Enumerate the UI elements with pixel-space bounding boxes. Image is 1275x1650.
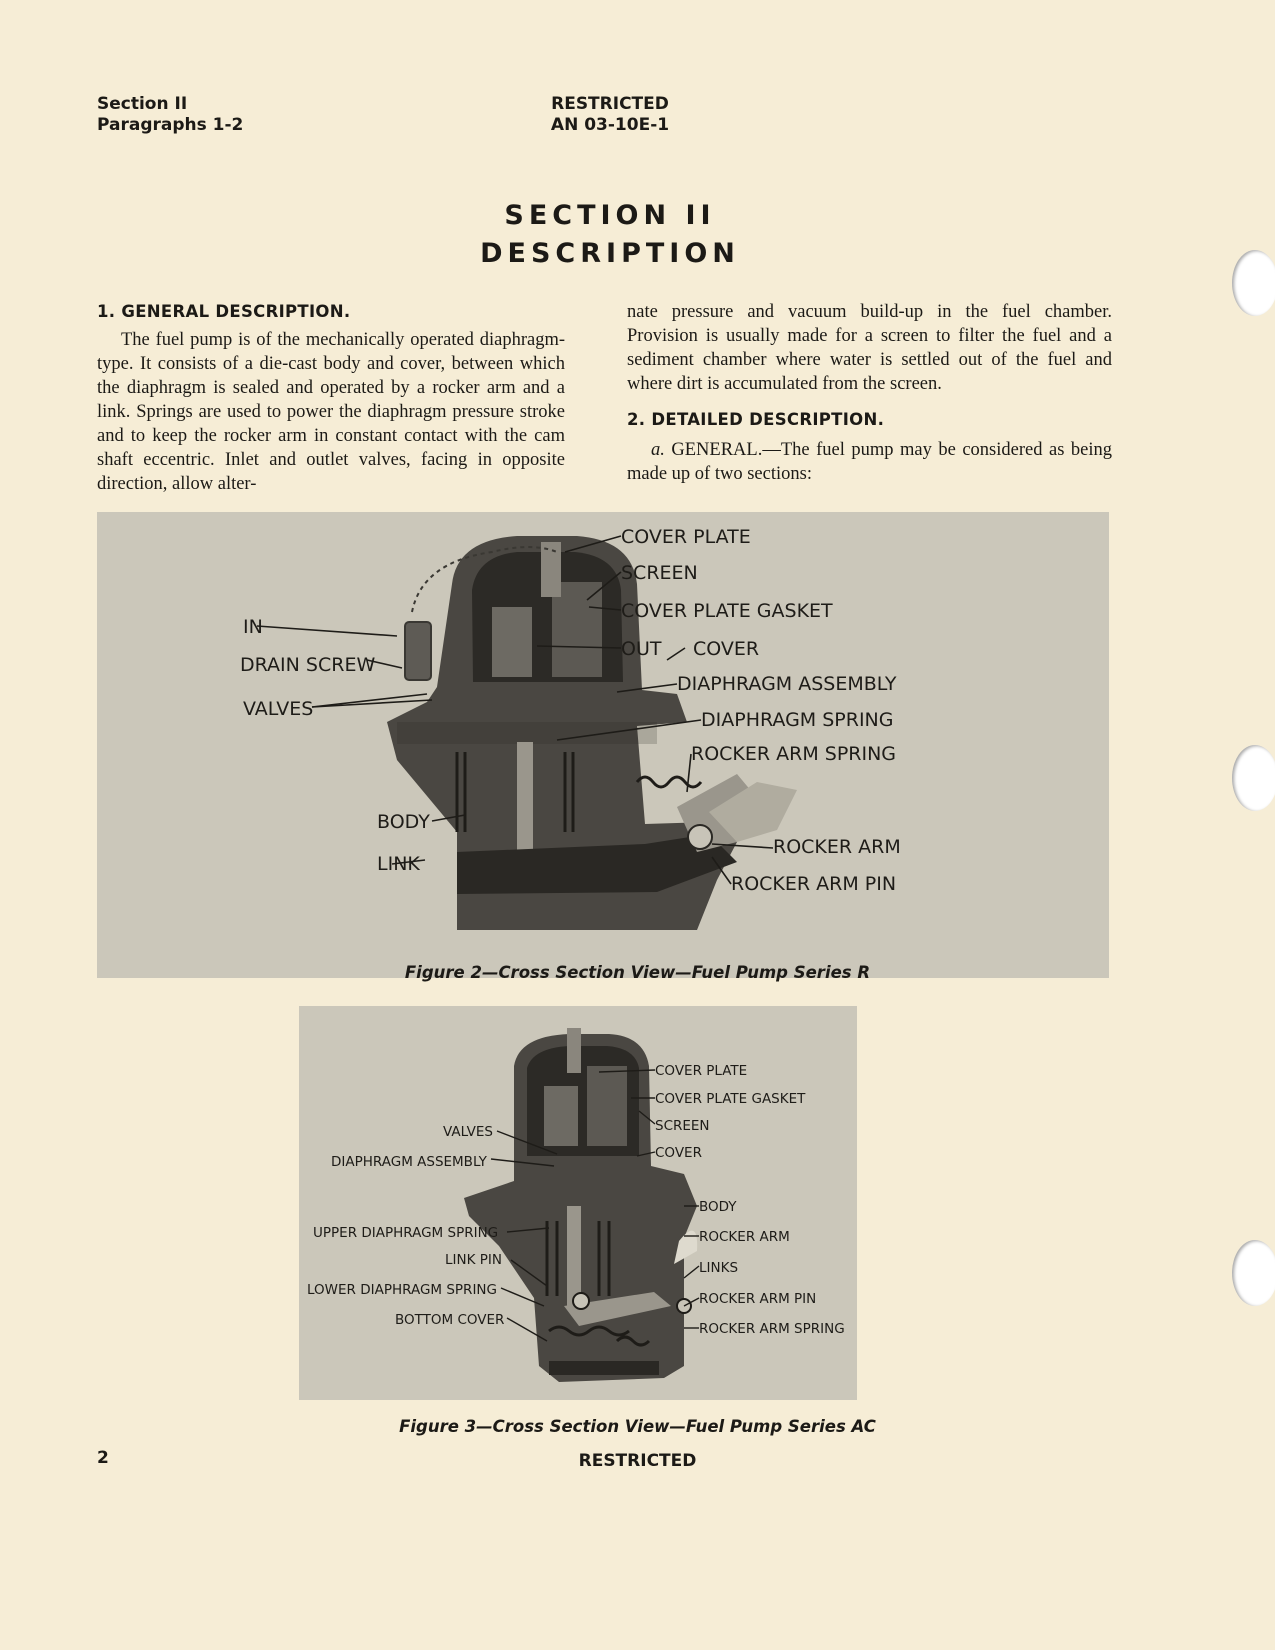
figure-3-photo: COVER PLATE COVER PLATE GASKET SCREEN VA…	[299, 1006, 857, 1400]
fig3-label-rocker-arm-pin: ROCKER ARM PIN	[699, 1291, 816, 1307]
heading-detailed-description: 2. DETAILED DESCRIPTION.	[627, 410, 885, 429]
fig3-label-bottom-cover: BOTTOM COVER	[395, 1312, 504, 1328]
heading-general-description: 1. GENERAL DESCRIPTION.	[97, 302, 351, 321]
fig2-label-link: LINK	[377, 853, 420, 875]
fig2-label-body: BODY	[377, 811, 430, 833]
fig3-label-link-pin: LINK PIN	[445, 1252, 502, 1268]
fig3-label-body: BODY	[699, 1199, 737, 1215]
fig3-label-lower-diaphragm-spring: LOWER DIAPHRAGM SPRING	[307, 1282, 497, 1298]
fig2-label-valves: VALVES	[243, 698, 313, 720]
right-column: nate pressure and vacuum build-up in the…	[627, 300, 1112, 486]
fig2-label-drain-screw: DRAIN SCREW	[240, 654, 375, 676]
fig3-label-cover: COVER	[655, 1145, 702, 1161]
section-label: Section II	[97, 94, 188, 114]
binder-hole-top	[1232, 250, 1275, 316]
fig3-label-cover-plate-gasket: COVER PLATE GASKET	[655, 1091, 806, 1107]
section-reference: Section II Paragraphs 1-2	[97, 94, 243, 136]
binder-hole-bottom	[1232, 1240, 1275, 1306]
subparagraph-text: GENERAL.—The fuel pump may be considered…	[627, 440, 1112, 484]
section-name-title: DESCRIPTION	[480, 238, 740, 269]
general-description-continued: nate pressure and vacuum build-up in the…	[627, 302, 1112, 394]
fig2-label-rocker-arm-spring: ROCKER ARM SPRING	[691, 743, 896, 765]
fuel-pump-ac-illustration	[464, 1028, 698, 1382]
fig3-label-links: LINKS	[699, 1260, 738, 1276]
general-description-paragraph: The fuel pump is of the mechanically ope…	[97, 330, 565, 494]
fig2-label-in: IN	[243, 616, 263, 638]
fig2-label-cover-plate: COVER PLATE	[621, 526, 751, 548]
fig2-label-rocker-arm-pin: ROCKER ARM PIN	[731, 873, 896, 895]
fuel-pump-r-illustration	[387, 536, 797, 930]
document-classification: RESTRICTED AN 03-10E-1	[500, 94, 720, 136]
fig3-label-diaphragm-assembly: DIAPHRAGM ASSEMBLY	[331, 1154, 488, 1170]
fig2-label-diaphragm-spring: DIAPHRAGM SPRING	[701, 709, 894, 731]
fig3-label-cover-plate: COVER PLATE	[655, 1063, 747, 1079]
fig2-label-rocker-arm: ROCKER ARM	[773, 836, 901, 858]
figure-3-caption: Figure 3—Cross Section View—Fuel Pump Se…	[399, 1417, 876, 1436]
left-column: 1. GENERAL DESCRIPTION. The fuel pump is…	[97, 300, 565, 496]
subparagraph-letter: a.	[651, 440, 665, 460]
paragraphs-label: Paragraphs 1-2	[97, 115, 244, 135]
restricted-label: RESTRICTED	[551, 94, 669, 114]
document-number: AN 03-10E-1	[550, 115, 670, 135]
figure-2-caption: Figure 2—Cross Section View—Fuel Pump Se…	[404, 963, 871, 982]
fig2-label-out: OUT	[621, 638, 662, 660]
figure-2-photo: COVER PLATE SCREEN COVER PLATE GASKET IN…	[97, 512, 1109, 978]
fig3-label-screen: SCREEN	[655, 1118, 710, 1134]
fig2-label-screen: SCREEN	[621, 562, 698, 584]
fig3-label-valves: VALVES	[443, 1124, 493, 1140]
fig2-label-cover-plate-gasket: COVER PLATE GASKET	[621, 600, 833, 622]
fig3-label-rocker-arm-spring: ROCKER ARM SPRING	[699, 1321, 845, 1337]
fig2-label-cover: COVER	[693, 638, 759, 660]
fig3-label-upper-diaphragm-spring: UPPER DIAPHRAGM SPRING	[313, 1225, 498, 1241]
fig2-label-diaphragm-assembly: DIAPHRAGM ASSEMBLY	[677, 673, 897, 695]
section-number-title: SECTION II	[504, 200, 716, 231]
page-number: 2	[97, 1448, 109, 1468]
binder-hole-middle	[1232, 745, 1275, 811]
detailed-description-general: a. GENERAL.—The fuel pump may be conside…	[627, 438, 1112, 486]
fig3-label-rocker-arm: ROCKER ARM	[699, 1229, 790, 1245]
footer-restricted: RESTRICTED	[578, 1451, 697, 1471]
